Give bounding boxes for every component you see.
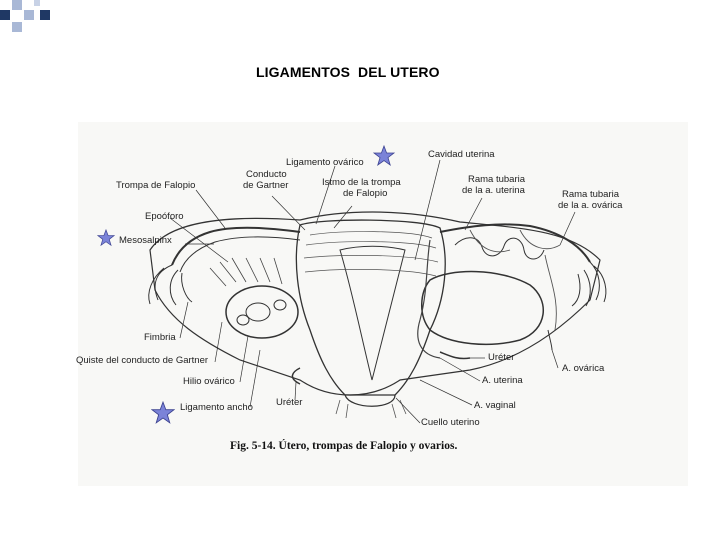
left-fallopian-tube-lower <box>179 236 301 273</box>
uterine-cavity-outline <box>339 245 406 381</box>
label-rama-tubaria-uterina-line1: Rama tubaria <box>468 174 526 185</box>
right-ureter <box>439 351 471 360</box>
corner-square-light <box>34 0 40 6</box>
label-cavidad-uterina: Cavidad uterina <box>428 149 495 160</box>
ovarian-artery-stub <box>547 329 553 351</box>
right-fimbriae <box>571 261 607 307</box>
label-conducto-gartner-line1: Conducto <box>246 169 287 180</box>
label-rama-tubaria-ovarica-line1: Rama tubaria <box>562 189 620 200</box>
label-rama-tubaria-uterina-line2: de la a. uterina <box>462 185 525 196</box>
corner-square-light <box>12 0 22 10</box>
cervix-outline <box>344 394 396 407</box>
corner-decoration <box>0 0 60 40</box>
star-marker-ligamento-ancho <box>151 401 175 424</box>
corner-square-dark <box>40 10 50 20</box>
corner-square-light <box>24 10 34 20</box>
left-ovary-follicle <box>273 299 287 311</box>
label-ureter-left: Uréter <box>276 397 303 408</box>
label-ligamento-ancho: Ligamento ancho <box>180 402 253 413</box>
star-marker-ligamento-ovarico <box>373 145 395 166</box>
label-ligamento-ovarico: Ligamento ovárico <box>286 157 364 168</box>
left-ovary-follicle <box>236 314 250 326</box>
figure-caption: Fig. 5-14. Útero, trompas de Falopio y o… <box>230 440 458 452</box>
label-a-ovarica: A. ovárica <box>562 363 605 374</box>
label-trompa-falopio: Trompa de Falopio <box>116 180 196 191</box>
label-a-uterina: A. uterina <box>482 375 523 386</box>
label-ureter-right: Uréter <box>488 352 515 363</box>
left-ureter <box>291 367 301 385</box>
myometrium-fibers <box>303 231 439 277</box>
uterine-artery-right <box>417 239 441 359</box>
label-quiste-gartner: Quiste del conducto de Gartner <box>76 355 209 366</box>
label-epooforo: Epoóforo <box>145 211 184 222</box>
vaginal-fibers <box>335 399 407 419</box>
label-fimbria: Fimbria <box>144 332 176 343</box>
broad-ligament-outline <box>149 211 601 396</box>
left-ovary-follicle <box>245 302 271 322</box>
corner-square-dark <box>0 10 10 20</box>
left-ovary <box>225 285 299 339</box>
label-a-vaginal: A. vaginal <box>474 400 516 411</box>
label-cuello-uterino: Cuello uterino <box>421 417 480 428</box>
right-ovary <box>421 270 544 346</box>
star-marker-mesosalpinx <box>97 229 115 247</box>
corner-square-light <box>12 22 22 32</box>
slide-title: LIGAMENTOS DEL UTERO <box>256 64 440 80</box>
label-rama-tubaria-ovarica-line2: de la a. ovárica <box>558 200 623 211</box>
label-istmo-line2: de Falopio <box>343 188 388 199</box>
right-fallopian-tube <box>439 223 591 263</box>
epoophoron <box>209 257 283 287</box>
left-fimbriae <box>148 264 193 306</box>
label-hilio-ovarico: Hilio ovárico <box>183 376 235 387</box>
uterus-body-outline <box>295 219 446 396</box>
right-fallopian-tube-coil <box>454 237 545 260</box>
label-mesosalpinx: Mesosalpinx <box>119 235 172 246</box>
label-conducto-gartner-line2: de Gartner <box>243 180 289 191</box>
label-istmo-line1: Istmo de la trompa <box>322 177 401 188</box>
ovarian-artery-vessels <box>469 229 561 331</box>
left-fallopian-tube <box>171 226 301 266</box>
